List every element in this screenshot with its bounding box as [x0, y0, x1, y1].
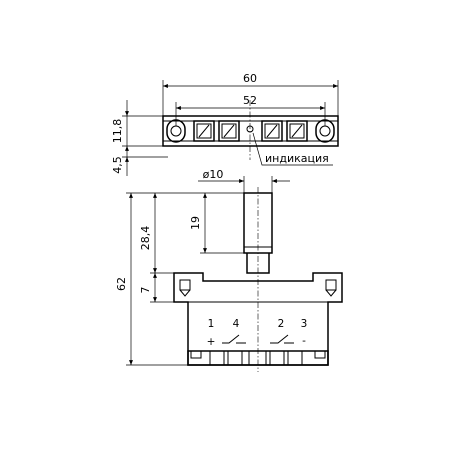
pin-minus: -: [302, 335, 306, 347]
pin-3: 3: [301, 318, 308, 330]
front-view: [173, 187, 343, 372]
pin-2: 2: [278, 318, 285, 330]
dim-height-bottom: 4,5: [111, 156, 124, 174]
dim-height-top: 11,8: [111, 119, 124, 144]
front-view-dimensions: ø10 19 28,4 7 62: [115, 168, 290, 366]
dim-overall-width: 60: [243, 72, 257, 85]
contact-schematic: 1 4 2 3 + -: [207, 318, 308, 348]
pin-4: 4: [233, 318, 240, 330]
dim-shaft-length: 19: [189, 216, 202, 230]
dim-mount-spacing: 52: [243, 94, 257, 107]
terminal-screws: [193, 120, 308, 142]
dim-flange: 7: [139, 287, 152, 294]
dim-shaft-to-base: 28,4: [139, 226, 152, 251]
top-view: [162, 100, 339, 160]
top-view-dimensions: 60 52 11,8 4,5 индикация: [111, 72, 339, 176]
pin-1: 1: [208, 318, 215, 330]
pin-plus: +: [207, 336, 216, 348]
dim-total-height: 62: [115, 277, 128, 291]
label-indication: индикация: [265, 152, 329, 165]
dim-shaft-diameter: ø10: [203, 168, 224, 181]
